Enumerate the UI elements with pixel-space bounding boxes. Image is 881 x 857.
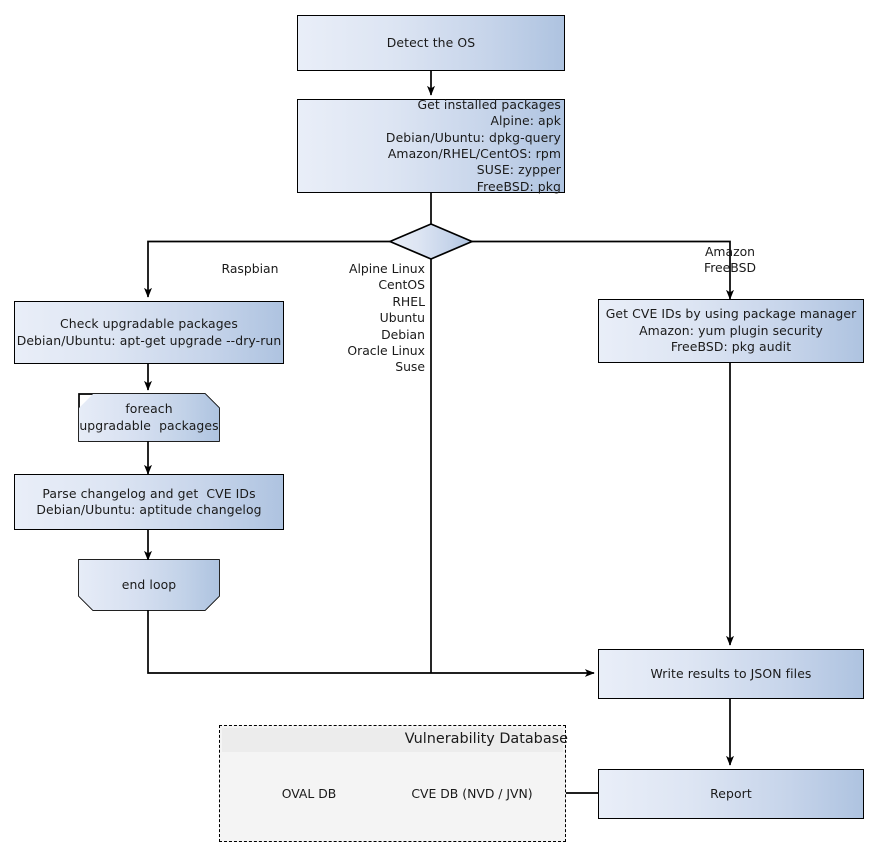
node-report[interactable]: Report	[598, 769, 864, 819]
oval-db-label: OVAL DB	[281, 786, 337, 801]
node-label-check-upgradable-packages: Check upgradable packages Debian/Ubuntu:…	[16, 316, 282, 348]
edge-label-raspbian: Raspbian	[221, 261, 279, 276]
node-label-get-cve-ids: Get CVE IDs by using package manager Ama…	[605, 306, 857, 355]
edge-label-middle-os-list: Alpine Linux CentOS RHEL Ubuntu Debian O…	[347, 261, 425, 375]
edge-label-amazon-freebsd: Amazon FreeBSD	[704, 244, 756, 276]
node-parse-changelog[interactable]: Parse changelog and get CVE IDs Debian/U…	[14, 474, 284, 530]
edge-endloop-to-write	[147, 610, 595, 677]
node-label-parse-changelog: Parse changelog and get CVE IDs Debian/U…	[36, 485, 262, 517]
group-titlebar	[222, 728, 563, 752]
node-label-detect-the-os: Detect the OS	[386, 34, 476, 50]
decision-diamond[interactable]	[387, 223, 475, 260]
node-write-results-to-json[interactable]: Write results to JSON files	[598, 649, 864, 699]
node-check-upgradable-packages[interactable]: Check upgradable packages Debian/Ubuntu:…	[14, 301, 284, 364]
node-end-loop[interactable]: end loop	[79, 560, 219, 610]
node-label-report: Report	[710, 785, 752, 801]
node-foreach-upgradable-packages[interactable]: foreach upgradable packages	[79, 394, 219, 441]
node-label-foreach-upgradable-packages: foreach upgradable packages	[79, 401, 219, 433]
node-label-get-installed-packages: Get installed packages Alpine: apk Debia…	[385, 96, 561, 194]
node-get-installed-packages[interactable]: Get installed packages Alpine: apk Debia…	[297, 96, 565, 194]
cve-db-label: CVE DB (NVD / JVN)	[411, 786, 533, 801]
group-title-vulnerability-database: Vulnerability Database	[404, 731, 568, 747]
node-detect-the-os[interactable]: Detect the OS	[297, 15, 565, 71]
node-label-write-results-to-json: Write results to JSON files	[650, 665, 812, 681]
node-label-end-loop: end loop	[121, 576, 177, 592]
node-get-cve-ids[interactable]: Get CVE IDs by using package manager Ama…	[598, 299, 864, 363]
